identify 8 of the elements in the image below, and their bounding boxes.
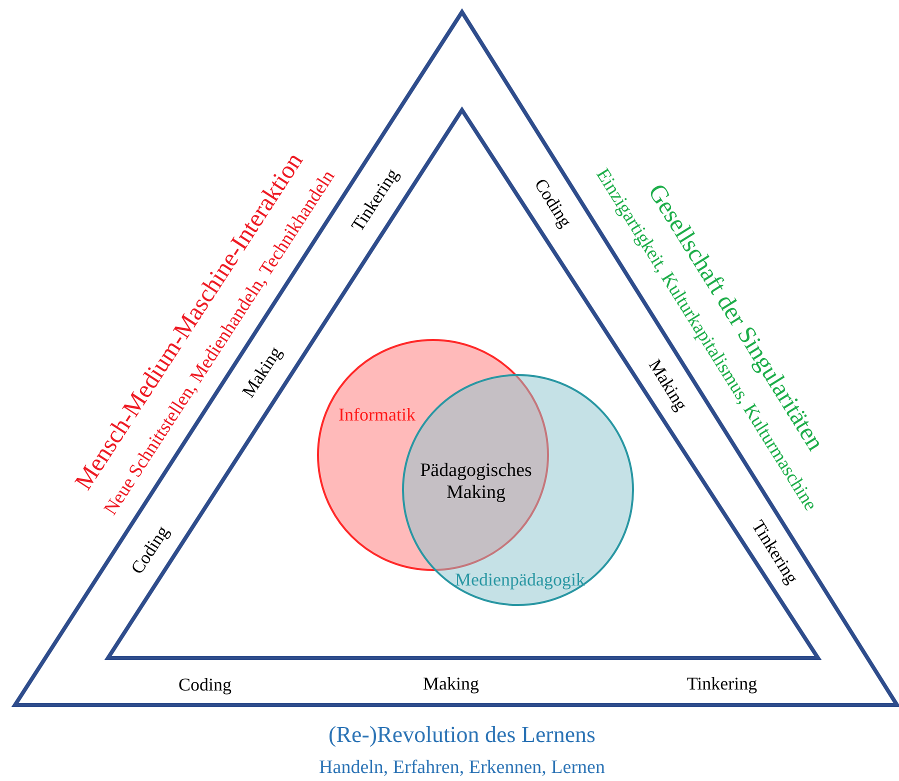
side-term: Coding <box>178 674 232 696</box>
side-term: Tinkering <box>686 674 758 694</box>
circle-label: Informatik <box>338 404 416 426</box>
side-term: Making <box>423 674 479 694</box>
bottom-subheading: Handeln, Erfahren, Erkennen, Lernen <box>319 757 605 779</box>
circle-label: Medienpädagogik <box>455 570 585 590</box>
bottom-heading: (Re-)Revolution des Lernens <box>328 722 596 748</box>
overlap-label: Pädagogisches Making <box>419 460 533 504</box>
